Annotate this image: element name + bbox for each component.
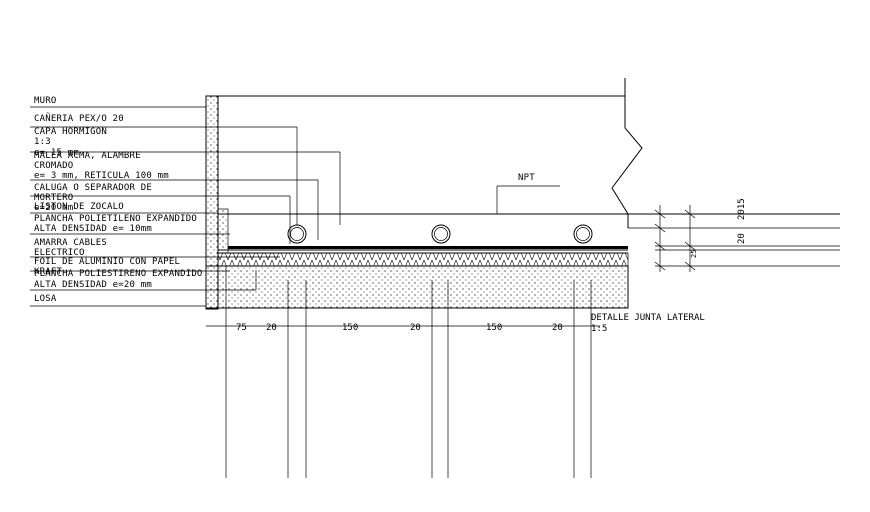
leader-lines (30, 106, 341, 307)
label-caluga-espesor: e=20 mm (34, 203, 73, 213)
bottom-dimensions: 75 20 150 20 150 20 DETALLE JUNTA LATERA… (236, 313, 705, 334)
pipe-1 (287, 224, 307, 244)
label-malla: MALLA ACMA, ALAMBRE (34, 151, 141, 161)
label-foil: FOIL DE ALUMINIO CON PAPEL (34, 257, 180, 267)
label-caneria: CAÑERIA PEX/O 20 (34, 113, 124, 124)
label-foil-kraft: KRAFT (34, 267, 62, 277)
label-caluga: CALUGA O SEPARADOR DE (34, 183, 152, 193)
label-capa-espesor: e= 15 mm (34, 148, 79, 158)
dim-right-20: 20 (737, 233, 747, 244)
guide-lines (206, 266, 600, 478)
label-amarra: AMARRA CABLES (34, 238, 107, 248)
label-poliestireno-densidad: ALTA DENSIDAD e=20 mm (34, 280, 152, 290)
break-line (611, 78, 643, 228)
label-muro: MURO (34, 96, 56, 106)
detail-scale: 1:5 (591, 324, 607, 334)
dim-right-2015: 2015 (737, 198, 747, 220)
label-liston: LISTON DE ZOCALO (34, 202, 124, 212)
label-poliestireno: PLANCHA POLIESTIRENO EXPANDIDO (34, 269, 203, 279)
npt-marker: NPT (496, 173, 560, 214)
pipe-3 (573, 224, 593, 244)
pipe-2 (431, 224, 451, 244)
dim-20b: 20 (410, 323, 421, 333)
detail-title: DETALLE JUNTA LATERAL (591, 313, 705, 323)
dim-75: 75 (236, 323, 247, 333)
dim-150b: 150 (486, 323, 502, 333)
label-losa: LOSA (34, 294, 57, 304)
floor-layers (205, 208, 840, 309)
label-polietileno-densidad: ALTA DENSIDAD e= 10mm (34, 224, 152, 234)
label-amarra-electrico: ELECTRICO (34, 248, 85, 258)
pipes (287, 224, 593, 244)
label-capa-hormigon: CAPA HORMIGON (34, 127, 107, 137)
dim-right-25: 25 (690, 250, 698, 258)
npt-label: NPT (518, 173, 535, 183)
label-capa-ratio: 1:3 (34, 137, 51, 147)
label-caluga-mortero: MORTERO (34, 193, 73, 203)
label-malla-cromado: CROMADO (34, 161, 73, 171)
label-malla-espesor: e= 3 mm, RETICULA 100 mm (34, 171, 169, 181)
label-polietileno: PLANCHA POLIETILENO EXPANDIDO (34, 214, 197, 224)
labels: MURO CAÑERIA PEX/O 20 CAPA HORMIGON 1:3 … (34, 96, 203, 304)
right-dimensions: 2015 20 25 (654, 198, 747, 272)
dim-150a: 150 (342, 323, 358, 333)
dim-20a: 20 (266, 323, 277, 333)
dim-20c: 20 (552, 323, 563, 333)
wall-muro (205, 95, 625, 310)
